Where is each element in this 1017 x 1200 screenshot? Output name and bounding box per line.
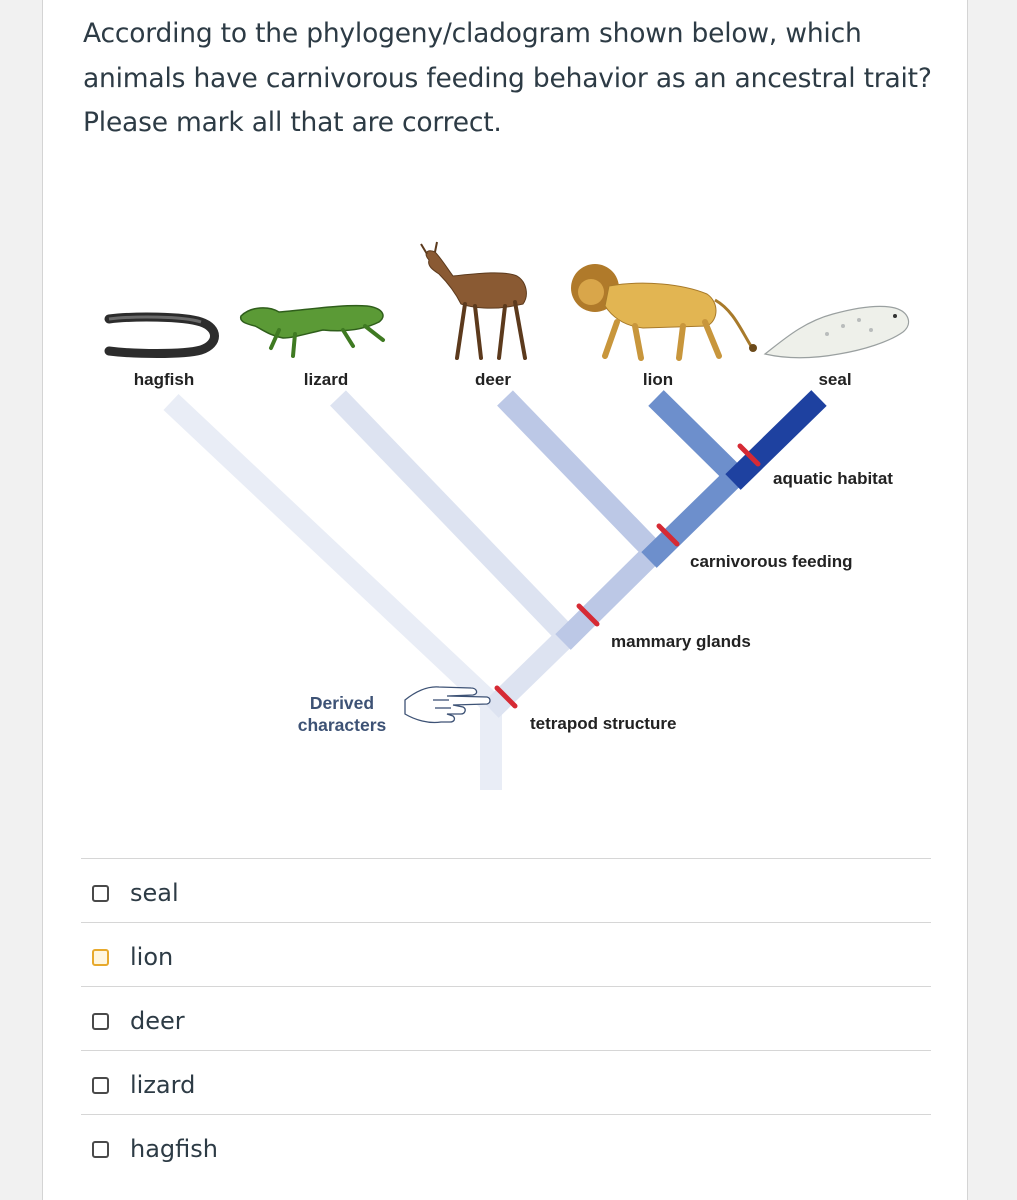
cladogram-svg — [104, 241, 910, 790]
taxon-label-lizard: lizard — [303, 370, 349, 389]
option-seal[interactable]: seal — [81, 858, 931, 922]
seal-icon — [763, 305, 910, 359]
option-label-lizard: lizard — [130, 1071, 196, 1099]
taxon-label-hagfish: hagfish — [133, 370, 195, 389]
option-label-seal: seal — [130, 879, 179, 907]
deer-branch — [497, 390, 662, 560]
hagfish-icon — [104, 312, 219, 358]
taxon-label-lion: lion — [642, 370, 674, 389]
tetrapod-marker — [494, 685, 518, 709]
question-text: According to the phylogeny/cladogram sho… — [83, 18, 932, 138]
checkbox-lizard[interactable] — [92, 1077, 109, 1094]
aquatic-marker — [737, 443, 761, 467]
cladogram-figure: hagfish lizard deer lion seal tetrapod s… — [43, 230, 969, 810]
pointing-hand-icon — [404, 686, 491, 724]
option-hagfish[interactable]: hagfish — [81, 1114, 931, 1178]
carnivorous-marker — [656, 523, 680, 547]
lion-stem — [641, 466, 745, 568]
checkbox-hagfish[interactable] — [92, 1141, 109, 1158]
character-label-aquatic: aquatic habitat — [773, 469, 893, 488]
lizard-icon — [239, 304, 385, 358]
hagfish-branch — [163, 393, 501, 714]
character-markers — [494, 443, 761, 709]
taxon-label-seal: seal — [818, 370, 852, 389]
option-label-lion: lion — [130, 943, 174, 971]
deer-icon — [420, 241, 527, 360]
question-card: According to the phylogeny/cladogram sho… — [42, 0, 968, 1200]
lizard-branch — [330, 390, 575, 644]
seal-branch — [725, 390, 827, 490]
branches — [163, 390, 827, 790]
checkbox-seal[interactable] — [92, 885, 109, 902]
option-label-deer: deer — [130, 1007, 185, 1035]
option-deer[interactable]: deer — [81, 986, 931, 1050]
option-lion[interactable]: lion — [81, 922, 931, 986]
character-label-tetrapod: tetrapod structure — [530, 714, 677, 733]
character-label-carnivorous: carnivorous feeding — [690, 552, 853, 571]
character-label-mammary: mammary glands — [611, 632, 751, 651]
lion-branch — [648, 390, 743, 484]
answer-options: seal lion deer lizard hagfish — [81, 858, 931, 1178]
option-label-hagfish: hagfish — [130, 1135, 218, 1163]
lizard-stem — [483, 626, 577, 718]
taxon-label-deer: deer — [475, 370, 511, 389]
checkbox-lion[interactable] — [92, 949, 109, 966]
deer-stem — [555, 542, 664, 650]
checkbox-deer[interactable] — [92, 1013, 109, 1030]
derived-characters-label: Derived characters — [297, 693, 387, 735]
lion-icon — [571, 264, 757, 361]
option-lizard[interactable]: lizard — [81, 1050, 931, 1114]
mammary-marker — [576, 603, 600, 627]
